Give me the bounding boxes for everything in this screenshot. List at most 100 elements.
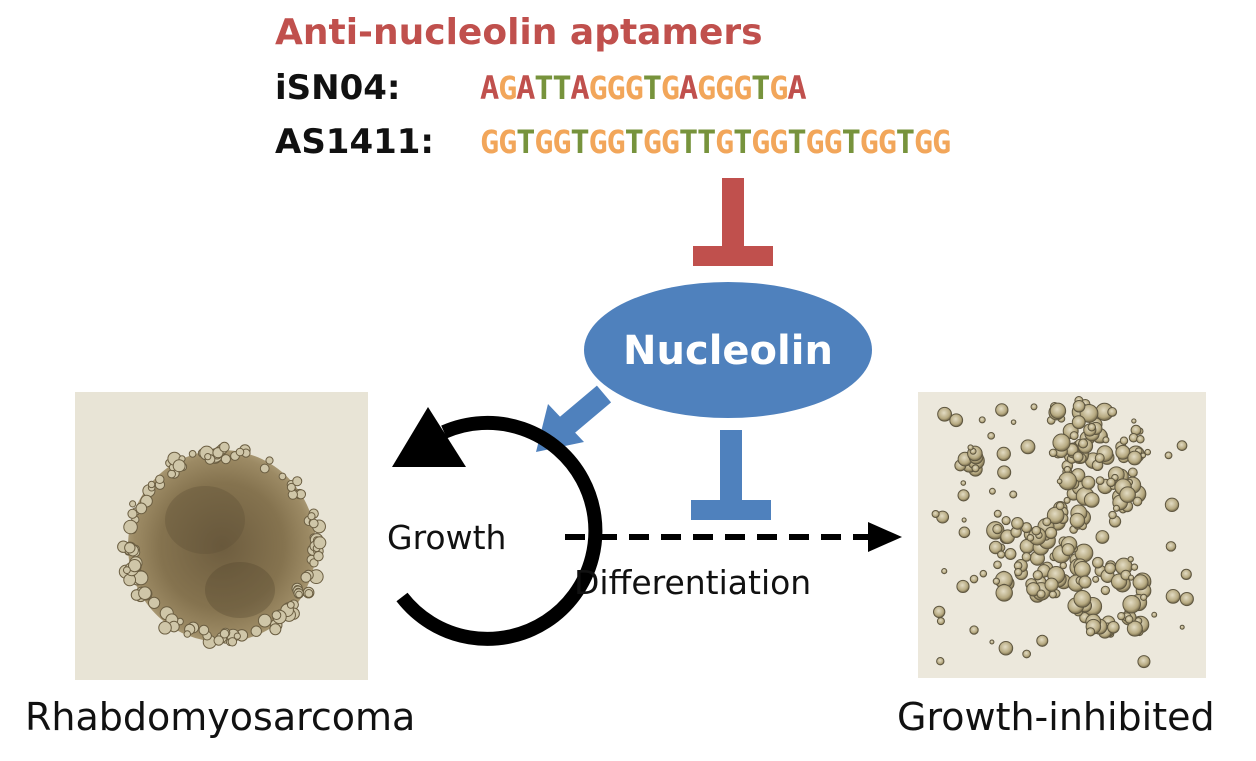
cell (304, 589, 314, 598)
cell (1071, 415, 1086, 430)
cell (1095, 530, 1110, 544)
nucleotide: G (498, 69, 517, 107)
nucleolin-ellipse (584, 282, 872, 418)
nucleotide: G (823, 123, 842, 161)
cell (967, 444, 974, 451)
cell (956, 579, 970, 594)
nucleotide: T (642, 69, 662, 107)
cell (997, 550, 1006, 559)
nucleotide: T (841, 123, 861, 161)
nucleotide: T (678, 123, 698, 161)
cell (1119, 436, 1129, 445)
cell (1063, 496, 1071, 504)
cell (1136, 435, 1145, 444)
cell (936, 657, 945, 666)
cell (1078, 438, 1089, 449)
cell (1104, 562, 1117, 575)
cell (1092, 556, 1104, 569)
nucleotide: G (805, 123, 824, 161)
cell (969, 625, 979, 635)
cell (1010, 419, 1017, 425)
cell (1020, 439, 1036, 455)
inhibition-bar (691, 500, 771, 520)
cell (183, 630, 192, 638)
nucleotide: G (913, 123, 933, 161)
cell (124, 542, 136, 554)
cell (988, 540, 1003, 555)
cell (1069, 512, 1086, 529)
cell (122, 566, 131, 575)
cell (1009, 490, 1018, 499)
cell (993, 560, 1002, 570)
cell (937, 406, 952, 422)
cell (1042, 517, 1052, 527)
cell (1131, 418, 1137, 424)
cell (1048, 448, 1058, 458)
cell (257, 613, 272, 628)
cell (1087, 423, 1096, 432)
cell (1014, 567, 1023, 577)
cell (1073, 561, 1091, 578)
cell (1046, 506, 1065, 525)
nucleotide: T (787, 123, 806, 161)
cell (1108, 510, 1117, 520)
cell (1030, 403, 1038, 411)
nucleotide: T (570, 123, 589, 161)
nucleotide: G (715, 123, 734, 161)
cell (135, 502, 148, 515)
cell (987, 431, 996, 440)
cell (992, 577, 1001, 585)
cell (1144, 448, 1152, 456)
nucleotide: G (769, 69, 788, 107)
nucleotide: G (877, 123, 897, 161)
cell (147, 480, 156, 489)
cell (204, 453, 212, 461)
inhibition-stem (722, 178, 744, 248)
spheroid-edge-cells (117, 441, 327, 649)
cell (269, 623, 282, 636)
cell (1122, 594, 1141, 614)
cell (1124, 615, 1134, 624)
cell (213, 635, 224, 646)
nucleotide: G (552, 123, 571, 161)
nucleotide: G (606, 69, 626, 107)
cell (1107, 620, 1120, 634)
cell (1056, 478, 1063, 485)
nucleotide: G (498, 123, 517, 161)
cell (198, 624, 210, 636)
cell (219, 628, 230, 639)
cell (1151, 611, 1158, 618)
nucleotide: T (534, 69, 553, 107)
cell (147, 596, 161, 610)
cell (158, 621, 172, 635)
cell (250, 625, 262, 637)
cell (1112, 504, 1120, 512)
aptamer-name: iSN04: (275, 68, 401, 108)
inhibition-stem (720, 430, 742, 502)
cell (1165, 541, 1177, 552)
cell (129, 500, 137, 508)
cell (1126, 620, 1143, 637)
cell (1095, 476, 1105, 485)
cell (227, 637, 238, 647)
cell (1004, 548, 1017, 560)
cell (307, 512, 316, 521)
nucleotide: G (733, 69, 752, 107)
cell (1055, 501, 1065, 511)
cell (127, 508, 138, 519)
cell (1128, 574, 1135, 581)
cell (1022, 649, 1032, 659)
aptamer-row-isn04: iSN04:AGATTAGGGTGAGGGTGA (275, 68, 807, 108)
cell (1044, 577, 1059, 592)
cell (941, 568, 948, 575)
cell (233, 632, 241, 640)
cell (1081, 475, 1096, 490)
cell (219, 441, 230, 453)
nucleotide: G (624, 69, 644, 107)
cell (1119, 486, 1136, 503)
aptamer-row-as1411: AS1411:GGTGGTGGTGGTTGTGGTGGTGGTGG (275, 122, 951, 162)
nucleotide: G (769, 123, 788, 161)
cell (138, 586, 152, 600)
cell (220, 454, 231, 465)
